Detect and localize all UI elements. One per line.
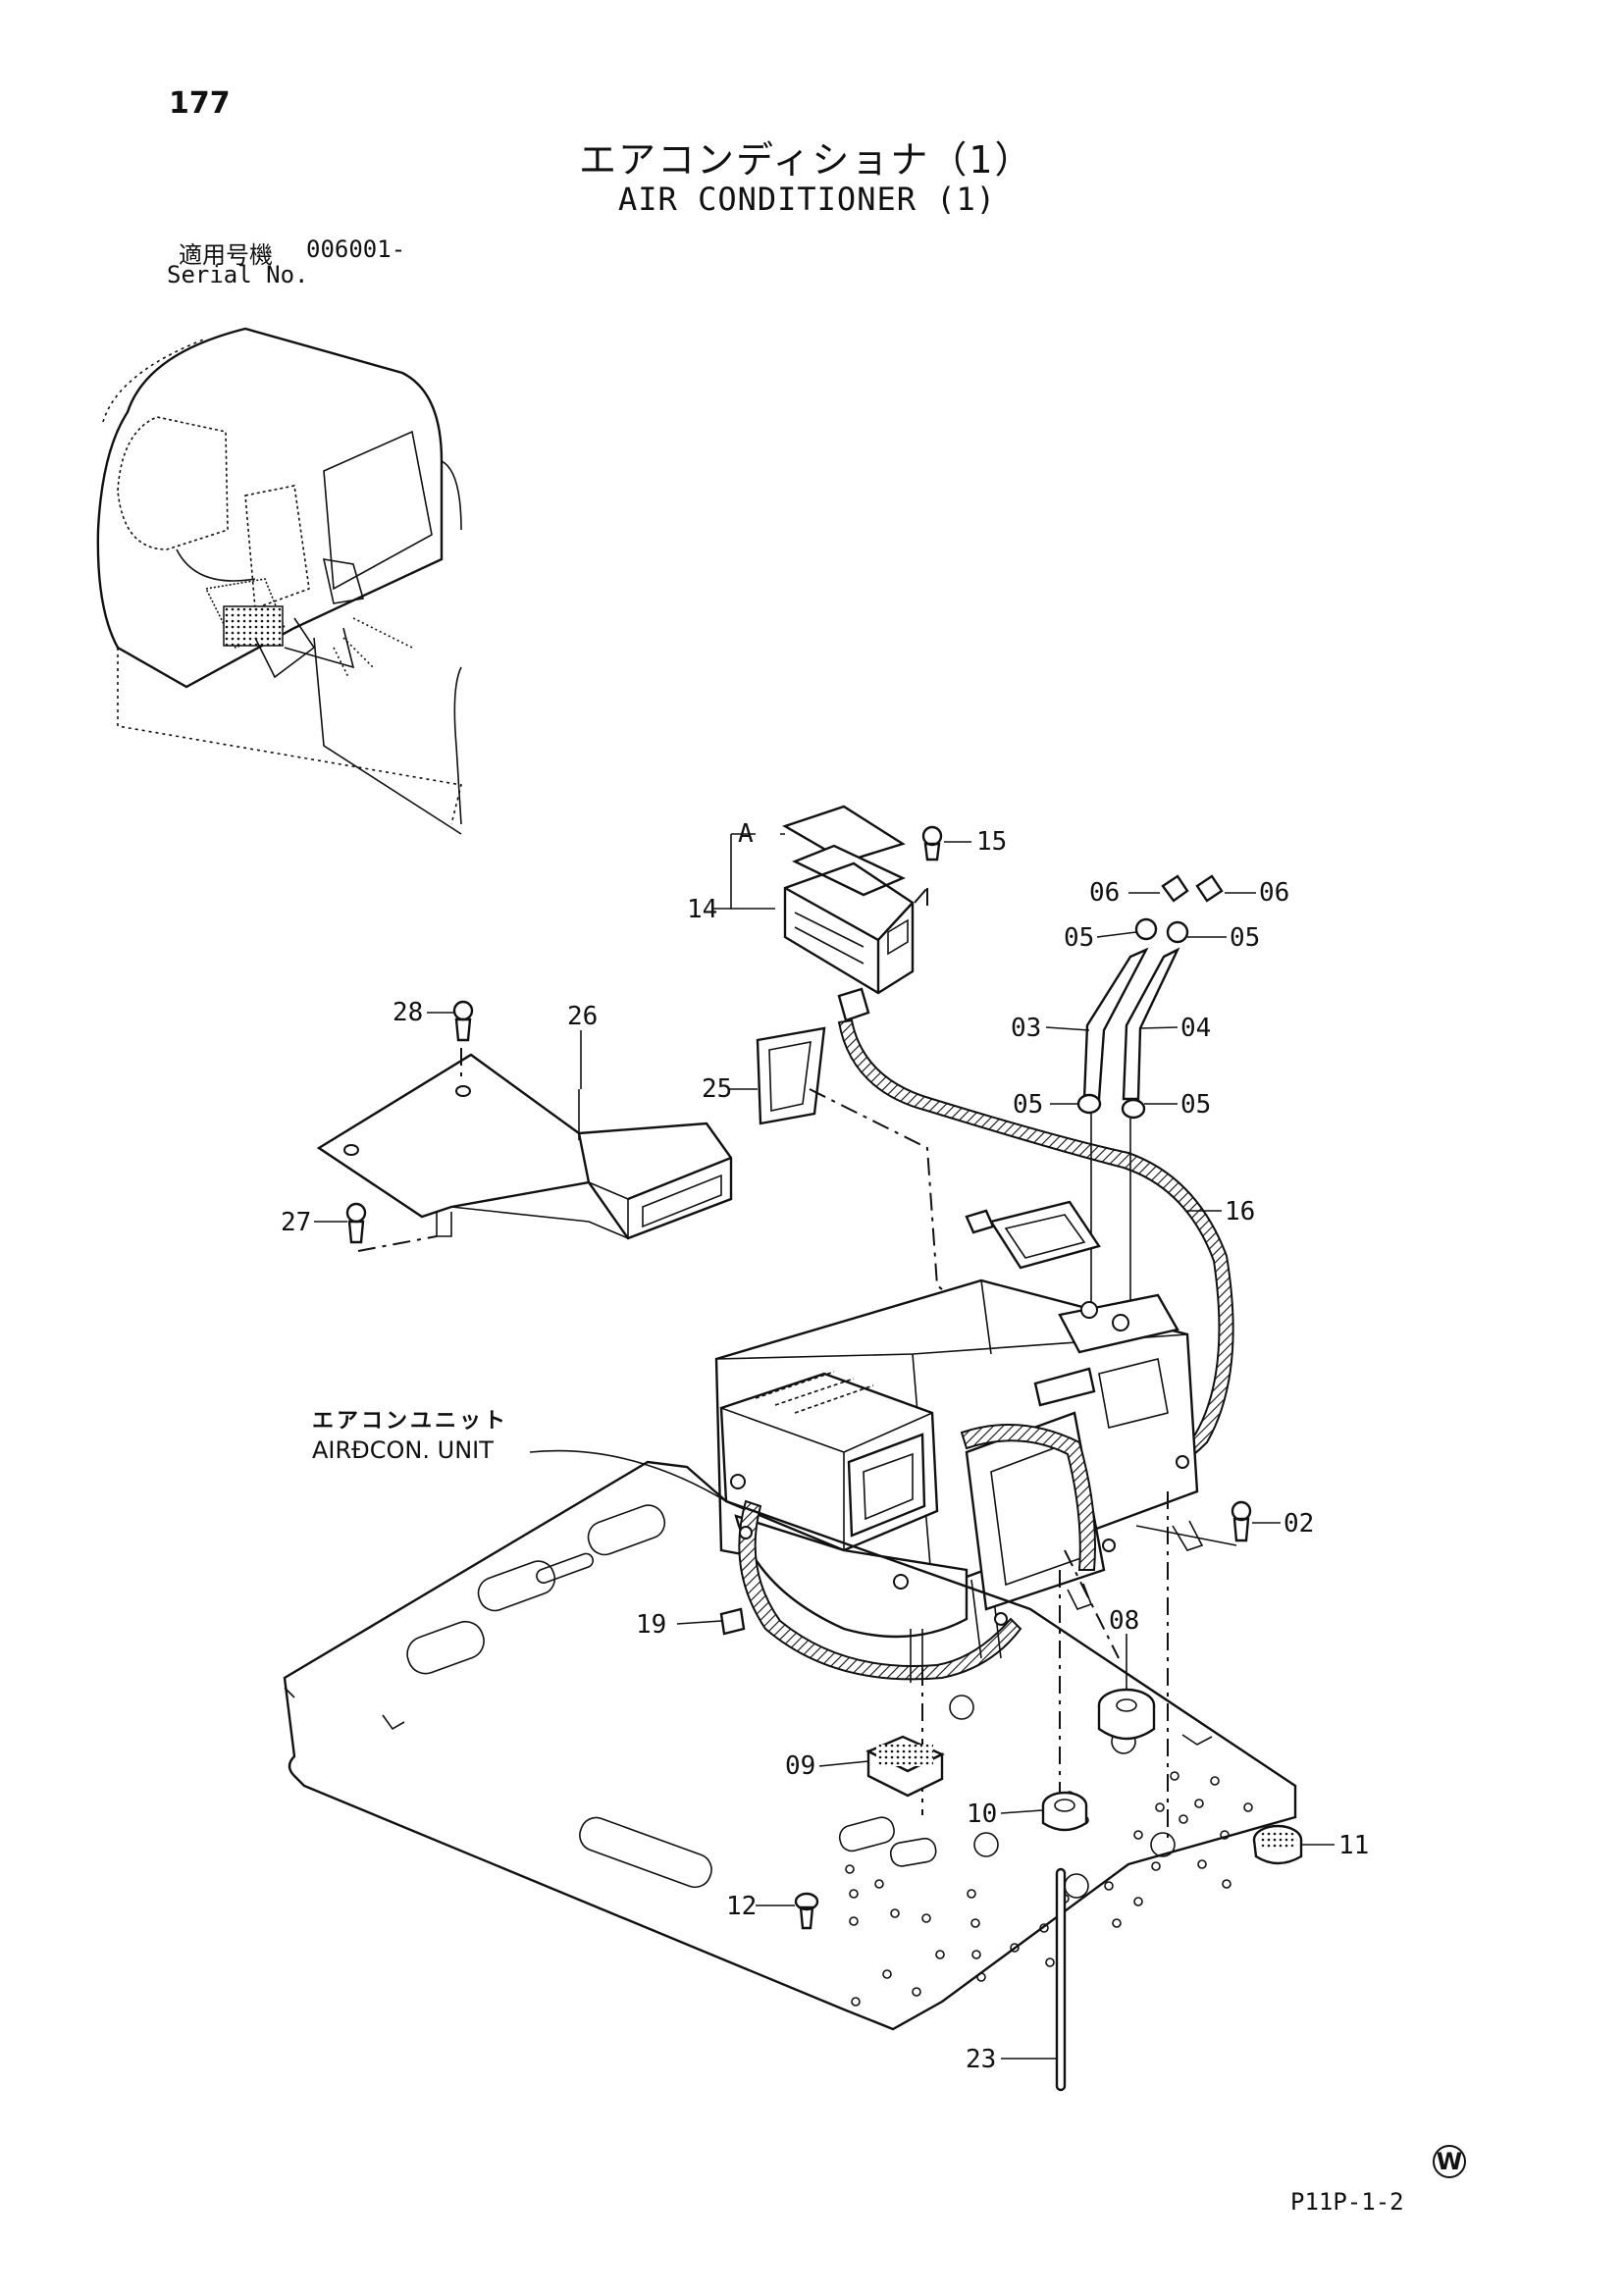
callout-label: 25: [702, 1074, 732, 1104]
callout-label: 26: [567, 1002, 598, 1031]
callout-label: 05: [1064, 923, 1094, 953]
watermark-symbol: W: [1433, 2145, 1466, 2178]
callout-label: 02: [1283, 1509, 1314, 1539]
serial-label-japanese: 適用号機: [179, 241, 273, 269]
callout-label: 27: [281, 1208, 311, 1237]
callout-label: 12: [726, 1892, 757, 1921]
callout-label: 23: [966, 2045, 996, 2074]
cab-overview-illustration: [96, 327, 462, 835]
callout-label: 16: [1225, 1197, 1255, 1226]
callout-label: 05: [1180, 1090, 1211, 1120]
leader-lines: [314, 841, 1335, 2060]
part-14-duct-box: [730, 805, 928, 995]
callout-label: 10: [967, 1800, 997, 1829]
callout-label: 14: [687, 895, 717, 924]
title-japanese: エアコンディショナ（1）: [579, 138, 1034, 182]
floor-plate: [283, 1460, 1297, 2031]
detail-label-a: A: [738, 819, 754, 849]
callout-label: 03: [1011, 1014, 1041, 1043]
hose-fittings: [1076, 874, 1224, 1305]
part-26-duct: [316, 1000, 733, 1252]
callout-label: 04: [1180, 1014, 1211, 1043]
callout-numbers: 14 15 06 06 05 05 03 04 05 05 16 28 26 2…: [281, 819, 1369, 2074]
serial-value: 006001-: [306, 235, 406, 263]
callout-label: 05: [1013, 1090, 1043, 1120]
title-english: AIR CONDITIONER (1): [618, 181, 997, 218]
part-23-rod: [1055, 1867, 1067, 2092]
callout-label: 09: [785, 1751, 815, 1781]
callout-label: 06: [1089, 878, 1120, 908]
callout-label: 08: [1109, 1606, 1139, 1636]
callout-label: 06: [1259, 878, 1289, 908]
part-02-bolt: [1231, 1500, 1252, 1542]
part-15-screw: [921, 825, 943, 861]
grommets: [865, 1688, 1303, 1865]
drawing-code: P11P-1-2: [1290, 2188, 1404, 2216]
callout-label: 15: [976, 827, 1007, 857]
callout-label: 19: [636, 1610, 666, 1640]
unit-label-japanese: エアコンユニット: [312, 1409, 509, 1434]
callout-label: 11: [1338, 1831, 1369, 1860]
part-12-bolt: [794, 1892, 819, 1930]
unit-label-english: AIRĐCON. UNIT: [312, 1436, 494, 1464]
serial-label-english: Serial No.: [167, 261, 309, 288]
page-number: 177: [169, 86, 231, 121]
callout-label: 05: [1230, 923, 1260, 953]
aircon-unit-body: [714, 1200, 1204, 1683]
callout-label: 28: [393, 998, 423, 1027]
